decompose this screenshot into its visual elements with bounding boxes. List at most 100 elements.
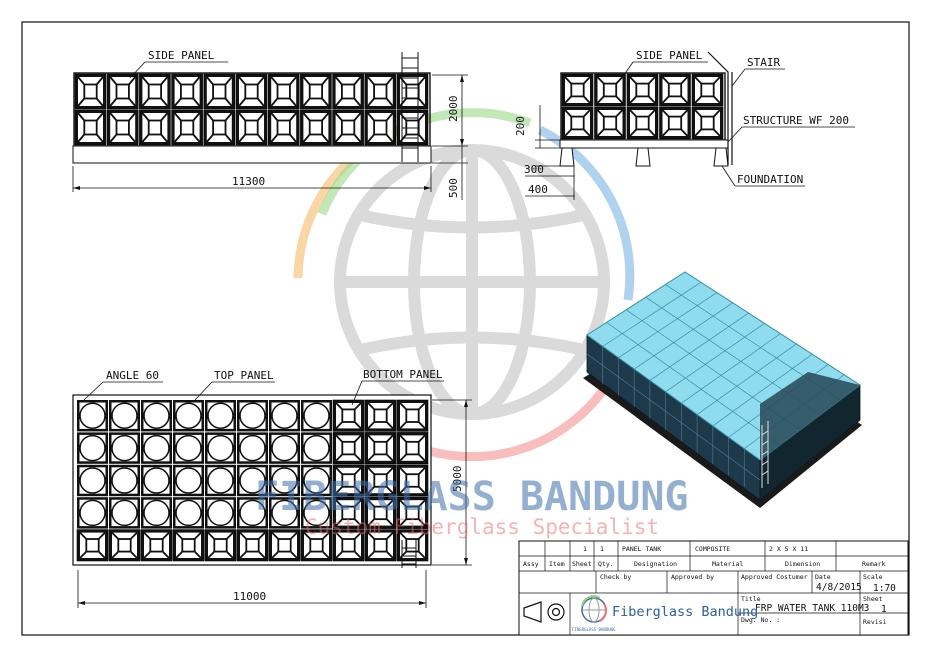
- top-bottom-panel-center: [245, 538, 260, 553]
- angle-label: ANGLE 60: [106, 369, 159, 382]
- top-bottom-panel-rib: [354, 550, 362, 559]
- side-panel-rib: [224, 133, 233, 143]
- top-panel-dome: [175, 402, 202, 429]
- side-panel-rib: [302, 97, 311, 107]
- side-panel-rib: [173, 133, 182, 143]
- side-panel-rib: [418, 76, 426, 86]
- tb-scale-label: Scale: [863, 573, 883, 581]
- side-panel-rib: [160, 97, 169, 107]
- side-panel-rib: [257, 76, 265, 86]
- top-bottom-panel-rib: [386, 550, 394, 559]
- side-panel-rib: [160, 76, 169, 86]
- top-panel-dome: [303, 467, 330, 494]
- iso-top-gridline: [681, 333, 781, 404]
- side-panel-rib: [141, 112, 150, 122]
- front-panel-rib: [680, 128, 689, 137]
- top-bottom-panel-rib: [399, 402, 407, 411]
- top-bottom-panel-rib: [399, 467, 407, 475]
- tb-dimension-value: 2 X 5 X 11: [769, 545, 808, 553]
- watermark-company: FIBERGLASS BANDUNG: [255, 474, 688, 520]
- side-panel-rib: [321, 76, 330, 86]
- side-panel-rib: [334, 112, 343, 122]
- top-panel-dome: [271, 499, 298, 527]
- side-panel-rib: [353, 133, 362, 143]
- side-panel-rib: [385, 133, 394, 143]
- top-bottom-panel-rib: [418, 453, 426, 462]
- projection-symbol-icon: [523, 601, 565, 623]
- side-panel-center: [179, 83, 195, 100]
- top-bottom-panel-rib: [335, 434, 343, 443]
- top-bottom-panel-rib: [194, 550, 202, 559]
- top-bottom-panel-rib: [367, 434, 375, 443]
- top-bottom-panel-rib: [367, 550, 375, 559]
- side-panel-rib: [141, 97, 150, 107]
- top-bottom-panel-rib: [354, 453, 362, 462]
- top-panel-dome: [79, 467, 106, 494]
- side-panel-center: [147, 119, 162, 136]
- top-bottom-panel-center: [117, 538, 132, 553]
- front-panel-rib: [629, 95, 637, 104]
- front-panel-rib: [661, 76, 670, 85]
- side-panel-rib: [173, 97, 182, 107]
- iso-top-gridline: [696, 343, 797, 415]
- side-panel-rib: [206, 112, 214, 122]
- top-bottom-panel-rib: [335, 467, 343, 475]
- top-bottom-panel-rib: [418, 402, 426, 411]
- tb-revisi-label: Revisi: [863, 618, 887, 626]
- side-panel-rib: [270, 112, 279, 122]
- top-bottom-panel-center: [341, 538, 356, 553]
- top-bottom-panel-rib: [418, 421, 426, 430]
- top-bottom-panel-rib: [386, 531, 394, 540]
- tb-approved-customer: Approved Costumer: [741, 573, 808, 581]
- front-panel-rib: [680, 95, 689, 104]
- side-view: SIDE PANEL 11300 2000 500: [72, 49, 468, 200]
- side-panel-rib: [206, 97, 214, 107]
- top-panel-dome: [111, 499, 138, 527]
- side-panel-center: [276, 119, 291, 136]
- tb-sheet-value: 1: [583, 545, 587, 553]
- side-panel-rib: [160, 112, 169, 122]
- top-bottom-panel-center: [341, 505, 356, 521]
- top-bottom-panel-rib: [367, 402, 375, 411]
- tb-material-header: Material: [712, 560, 743, 568]
- top-bottom-panel-center: [373, 408, 388, 423]
- top-bottom-panel-rib: [335, 421, 343, 430]
- front-panel-rib: [629, 76, 637, 85]
- top-bottom-panel-rib: [335, 402, 343, 411]
- front-panel-center: [667, 115, 683, 131]
- side-panel-rib: [224, 112, 233, 122]
- side-panel-rib: [302, 133, 311, 143]
- top-bottom-panel-rib: [354, 467, 362, 475]
- front-panel-center: [570, 82, 585, 98]
- top-panel-dome: [143, 467, 170, 494]
- iso-stair: [761, 421, 769, 488]
- top-bottom-panel-center: [213, 538, 228, 553]
- side-panel-rib: [77, 133, 85, 143]
- bottom-panel-label: BOTTOM PANEL: [363, 368, 443, 381]
- stair-label: STAIR: [747, 56, 780, 69]
- side-panel-center: [212, 83, 227, 100]
- top-panel-dome: [79, 402, 106, 429]
- front-panel-rib: [583, 95, 591, 104]
- side-panel-rib: [321, 112, 330, 122]
- tb-sheet-number: 1: [881, 604, 887, 615]
- top-bottom-panel-rib: [290, 550, 298, 559]
- side-panel-rib: [418, 97, 426, 107]
- top-bottom-panel-rib: [162, 531, 170, 540]
- side-panel-rib: [270, 97, 279, 107]
- top-bottom-panel-rib: [335, 550, 343, 559]
- top-bottom-panel-rib: [418, 499, 426, 508]
- top-panel-dome: [143, 402, 170, 429]
- side-dim-height: 2000: [447, 96, 460, 123]
- top-bottom-panel-rib: [418, 434, 426, 443]
- top-panel-dome: [175, 499, 202, 527]
- top-bottom-panel-rib: [354, 402, 362, 411]
- side-panel-rib: [128, 97, 136, 107]
- side-panel-rib: [96, 97, 104, 107]
- top-panel-dome: [303, 499, 330, 527]
- company-name: Fiberglass Bandung: [612, 604, 758, 620]
- front-dim-400: 400: [528, 183, 548, 196]
- top-bottom-panel-rib: [399, 421, 407, 430]
- front-panel-rib: [661, 109, 670, 118]
- top-bottom-panel-rib: [335, 518, 343, 527]
